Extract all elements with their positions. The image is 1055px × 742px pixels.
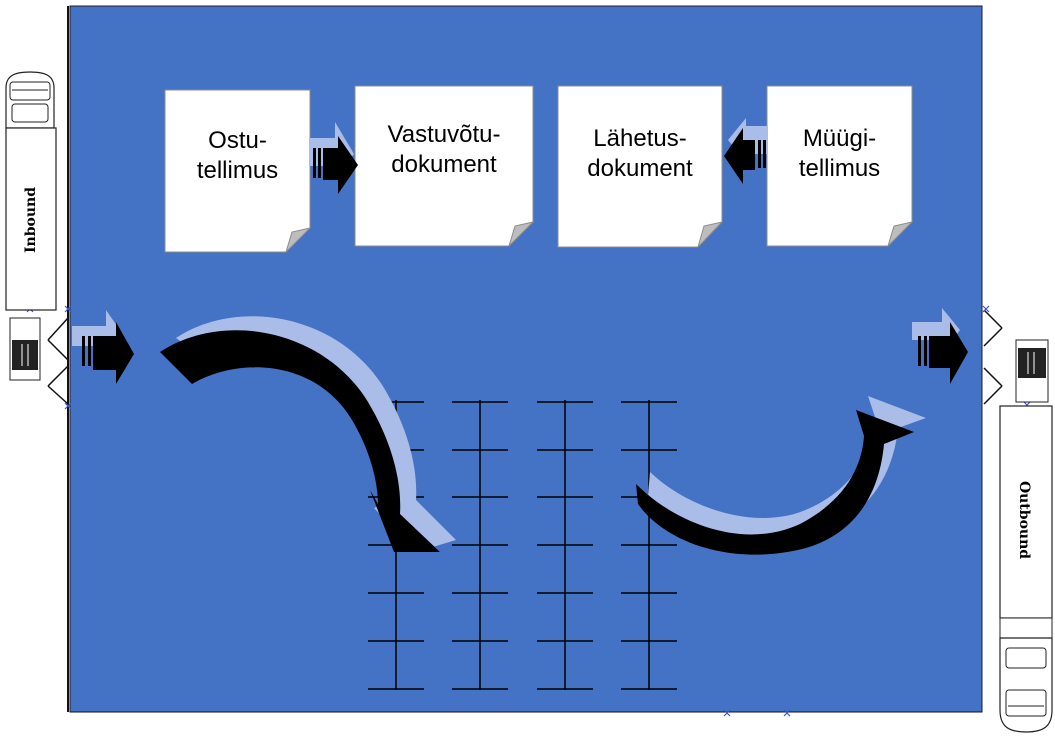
connection-markers	[26, 305, 1031, 717]
inbound-truck-label: Inbound	[23, 187, 39, 253]
arrow-pick-curve	[636, 396, 926, 555]
inbound-truck: Inbound	[5, 71, 57, 381]
inbound-dock-door	[47, 317, 69, 405]
arrow-outbound-exit	[912, 308, 968, 384]
arrow-purchase-to-receipt	[309, 122, 358, 194]
outbound-truck-label: Outbound	[1016, 481, 1032, 559]
arrow-putaway-curve	[160, 316, 456, 552]
document-sales-order	[766, 85, 914, 247]
document-receipt	[354, 85, 535, 247]
outbound-truck: Outbound	[999, 339, 1053, 733]
arrow-sales-to-shipment	[724, 118, 768, 184]
rack-3	[537, 400, 593, 690]
document-shipment	[557, 85, 724, 248]
outbound-dock-door	[983, 309, 1003, 405]
arrow-inbound-entry	[72, 310, 134, 384]
rack-2	[452, 400, 508, 690]
document-purchase-order	[164, 89, 312, 253]
